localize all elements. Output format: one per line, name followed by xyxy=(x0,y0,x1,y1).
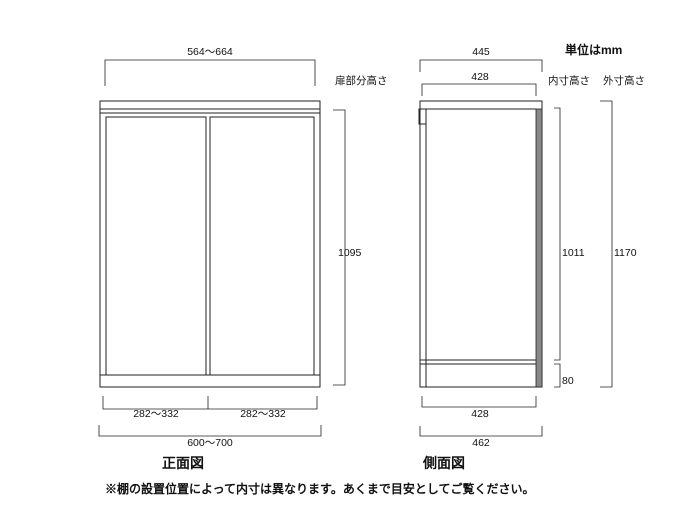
front-door-widths-bracket xyxy=(102,396,318,410)
side-outer-depth-bottom-bracket xyxy=(419,426,543,437)
side-plinth-height-bracket xyxy=(554,363,561,388)
side-outer-depth-bottom-label: 462 xyxy=(472,437,490,449)
side-view: 445 428 単位はmm 内寸高さ 外寸高さ 1011 1170 80 428… xyxy=(418,42,645,471)
side-inner-depth-bottom-bracket xyxy=(421,396,537,408)
side-outer-height-bracket xyxy=(600,100,613,388)
side-inner-height-heading: 内寸高さ xyxy=(548,74,590,87)
side-inner-height-bracket xyxy=(554,107,561,361)
side-inner-height-label: 1011 xyxy=(562,247,585,259)
front-view-caption: 正面図 xyxy=(162,455,204,471)
front-overall-width-label: 600～700 xyxy=(187,437,233,449)
front-cabinet-outline xyxy=(99,100,321,388)
footnote: ※棚の設置位置によって内寸は異なります。あくまで目安としてご覧ください。 xyxy=(105,481,534,496)
side-back-panel xyxy=(535,108,543,388)
side-inner-depth-top-bracket xyxy=(421,83,537,96)
front-door-height-bracket xyxy=(333,109,346,386)
side-outer-height-label: 1170 xyxy=(614,247,637,259)
side-outer-height-heading: 外寸高さ xyxy=(603,74,645,87)
side-outer-depth-top-bracket xyxy=(419,59,543,72)
side-inner-depth-bottom-label: 428 xyxy=(471,408,489,420)
side-view-caption: 側面図 xyxy=(422,455,465,471)
side-door-hinge-block xyxy=(418,108,427,125)
front-top-width-bracket xyxy=(104,59,316,86)
front-left-door-width-label: 282～332 xyxy=(133,408,179,420)
front-overall-width-bracket xyxy=(98,425,322,437)
front-right-door-width-label: 282～332 xyxy=(240,408,286,420)
front-right-door xyxy=(209,116,315,376)
side-outer-depth-top-label: 445 xyxy=(472,46,490,58)
front-top-width-label: 564～664 xyxy=(187,46,233,58)
side-inner-depth-top-label: 428 xyxy=(471,71,489,83)
front-left-door xyxy=(105,116,207,376)
side-cabinet-outline xyxy=(419,100,543,388)
front-door-height-label: 1095 xyxy=(338,247,362,259)
front-door-height-heading: 扉部分高さ xyxy=(335,74,388,87)
unit-label: 単位はmm xyxy=(565,42,622,57)
side-plinth-height-label: 80 xyxy=(562,375,574,387)
front-view: 564～664 扉部分高さ 1095 282～332 282～332 600～7… xyxy=(98,46,388,471)
